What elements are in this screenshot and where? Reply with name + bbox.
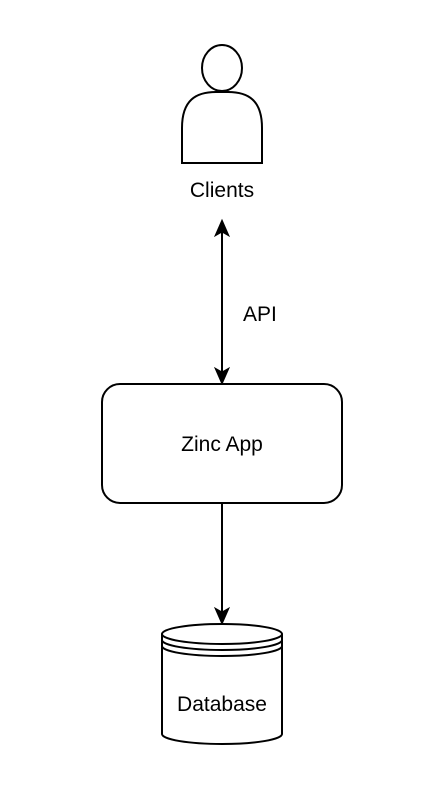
api-edge xyxy=(213,218,231,386)
database-node[interactable] xyxy=(161,623,283,745)
database-cylinder-top xyxy=(161,623,283,645)
database-cylinder-ring-1 xyxy=(161,639,283,651)
clients-actor-head xyxy=(201,44,243,92)
database-cylinder-body xyxy=(161,634,283,745)
clients-actor-node[interactable] xyxy=(181,44,263,164)
clients-actor-body xyxy=(181,91,263,164)
app-database-edge xyxy=(213,503,231,626)
api-edge-label: API xyxy=(243,303,277,326)
api-edge-arrowhead-up xyxy=(213,218,231,238)
app-database-edge-arrowhead xyxy=(213,606,231,626)
zinc-app-label: Zinc App xyxy=(181,433,263,456)
database-cylinder-ring-2 xyxy=(161,645,283,657)
clients-label: Clients xyxy=(190,179,254,202)
api-edge-arrowhead-down xyxy=(213,366,231,386)
database-label: Database xyxy=(177,693,267,716)
